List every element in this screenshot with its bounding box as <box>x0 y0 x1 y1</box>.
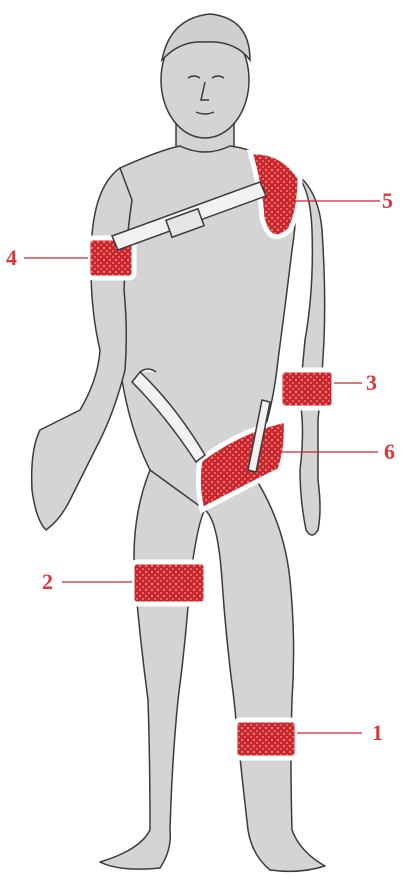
leg-right <box>100 470 205 869</box>
label-4: 4 <box>6 247 17 269</box>
label-6: 6 <box>384 441 395 463</box>
tourniquet-3 <box>280 370 334 408</box>
head <box>161 14 250 138</box>
label-5: 5 <box>382 190 393 212</box>
label-3: 3 <box>366 372 377 394</box>
label-2: 2 <box>42 571 53 593</box>
arm-right <box>32 168 132 530</box>
tourniquet-2 <box>132 562 206 604</box>
label-1: 1 <box>372 722 383 744</box>
tourniquet-1 <box>235 720 297 758</box>
